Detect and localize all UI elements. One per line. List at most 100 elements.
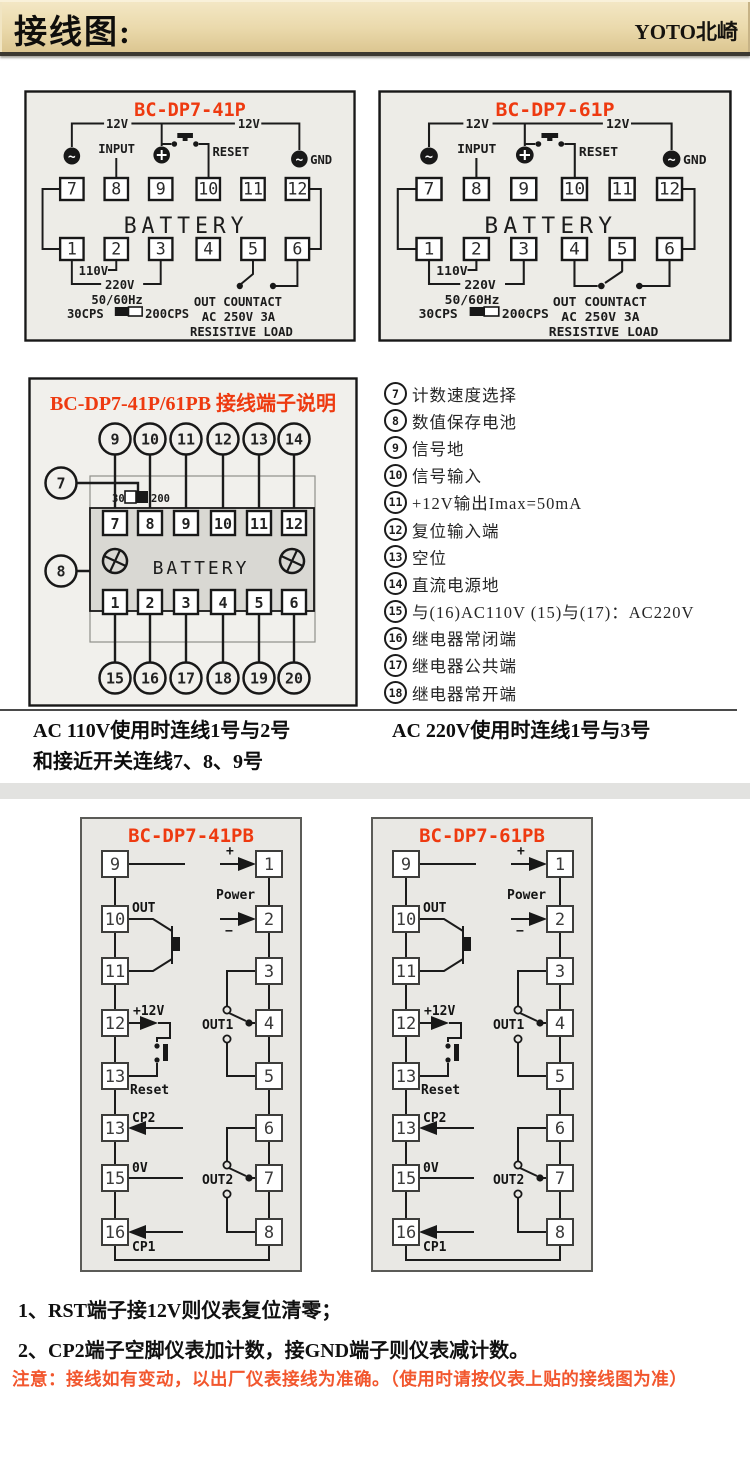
svg-text:5: 5 (248, 238, 258, 258)
note-ac110-line1: AC 110V使用时连线1号与2号 (33, 720, 291, 742)
label-30cps: 30CPS (67, 307, 104, 321)
legend-text: 继电器公共端 (412, 657, 517, 677)
svg-text:1: 1 (67, 238, 77, 258)
svg-text:12: 12 (287, 178, 307, 198)
label-out1: OUT1 (493, 1018, 524, 1033)
note-ac220: AC 220V使用时连线1号与3号 (392, 720, 651, 742)
footer-warning: 注意：接线如有变动，以出厂仪表接线为准确。（使用时请按仪表上贴的接线图为准） (12, 1369, 688, 1389)
label-plus: + (226, 844, 234, 859)
screw-icon (278, 547, 306, 575)
cps-switch-icon (136, 491, 148, 503)
svg-text:4: 4 (569, 240, 580, 260)
label-freq: 50/60Hz (445, 293, 500, 308)
contact-dot (598, 282, 605, 290)
pin-number-badge: 10 (384, 463, 407, 487)
contact-dot (236, 282, 243, 290)
svg-text:8: 8 (111, 178, 121, 198)
diagram-bc-dp7-41p: BC-DP7-41P ~ ~ 12V 12V INPUT RESET GND B… (24, 90, 356, 342)
svg-text:4: 4 (555, 1014, 565, 1034)
legend-text: 计数速度选择 (412, 385, 517, 405)
reset-button-icon (535, 133, 565, 147)
label-cp2: CP2 (423, 1111, 446, 1126)
svg-text:7: 7 (555, 1169, 565, 1189)
ac-sensor-icon (63, 147, 81, 165)
pin-number-badge: 8 (384, 409, 407, 433)
label-12v: +12V (424, 1004, 455, 1019)
arrow-left-icon (128, 1225, 146, 1239)
svg-text:10: 10 (105, 910, 125, 930)
wires (41, 122, 322, 287)
contact-open-icon (222, 1005, 232, 1015)
svg-text:3: 3 (555, 962, 565, 982)
label-battery: BATTERY (153, 558, 250, 579)
terminal-column-left: 9 10 11 12 13 13 15 16 (392, 850, 420, 1246)
svg-text:7: 7 (110, 515, 119, 533)
arrow-left-icon (128, 1121, 146, 1135)
svg-text:1: 1 (424, 240, 435, 260)
label-12v-right: 12V (238, 117, 261, 131)
svg-text:11: 11 (396, 962, 416, 982)
svg-text:12: 12 (659, 180, 680, 200)
contact-open-icon (513, 1005, 523, 1015)
svg-text:1: 1 (555, 855, 565, 875)
legend-text: 数值保存电池 (412, 412, 517, 432)
svg-text:14: 14 (285, 431, 303, 449)
svg-text:9: 9 (181, 515, 190, 533)
svg-text:6: 6 (555, 1119, 565, 1139)
svg-text:19: 19 (250, 670, 268, 688)
socket-terminals-top: 7 8 9 10 11 12 (101, 509, 308, 537)
reset-button-icon (171, 133, 199, 147)
note-ac110-line2: 和接近开关连线7、8、9号 (33, 751, 263, 773)
diagram-title: BC-DP7-61PB (419, 825, 545, 847)
arrow-right-icon (238, 912, 256, 926)
svg-text:17: 17 (177, 670, 195, 688)
contact-open-icon (513, 1034, 523, 1044)
svg-text:3: 3 (264, 962, 274, 982)
diagram-title: BC-DP7-61P (496, 98, 615, 121)
footer-note-1: 1、RST端子接12V则仪表复位清零； (18, 1300, 342, 1322)
svg-text:11: 11 (177, 431, 195, 449)
arrow-right-icon (529, 912, 547, 926)
cps-switch-icon (469, 307, 485, 316)
svg-text:4: 4 (264, 1014, 274, 1034)
svg-text:6: 6 (289, 594, 298, 612)
svg-text:10: 10 (396, 910, 416, 930)
svg-text:10: 10 (564, 180, 585, 200)
diagram-frame (80, 817, 302, 1272)
screw-icon (101, 547, 129, 575)
label-power: Power (216, 888, 255, 903)
contact-dot (636, 282, 643, 290)
svg-text:7: 7 (56, 475, 65, 493)
arrow-left-icon (419, 1121, 437, 1135)
cps-switch-icon (114, 307, 129, 316)
contact-dot (536, 1174, 544, 1182)
svg-text:13: 13 (396, 1067, 416, 1087)
cps-switch-icon (483, 306, 500, 317)
svg-text:4: 4 (203, 238, 213, 258)
pin-number-badge: 11 (384, 490, 407, 514)
svg-text:~: ~ (425, 150, 433, 165)
svg-text:10: 10 (214, 515, 232, 533)
legend-text: 继电器常闭端 (412, 630, 517, 650)
label-12v-right: 12V (606, 117, 630, 132)
svg-text:5: 5 (617, 240, 628, 260)
diagram-bc-dp7-41pb: BC-DP7-41PB OUT +12V Reset CP2 0V C (80, 817, 302, 1272)
svg-text:16: 16 (105, 1223, 125, 1243)
label-resistive-load: RESISTIVE LOAD (190, 325, 293, 339)
label-resistive-load: RESISTIVE LOAD (549, 325, 659, 340)
svg-text:18: 18 (214, 670, 232, 688)
label-30: 30 (112, 493, 125, 505)
legend-item: 11+12V输出Imax=50mA (384, 489, 694, 516)
svg-text:8: 8 (264, 1223, 274, 1243)
ac-sensor-icon (420, 147, 438, 165)
label-0v: 0V (423, 1161, 439, 1176)
label-out-contact: OUT COUNTACT (194, 295, 282, 309)
label-gnd: GND (310, 153, 332, 167)
pin-number-badge: 13 (384, 545, 407, 569)
label-out-contact: OUT COUNTACT (553, 295, 647, 310)
